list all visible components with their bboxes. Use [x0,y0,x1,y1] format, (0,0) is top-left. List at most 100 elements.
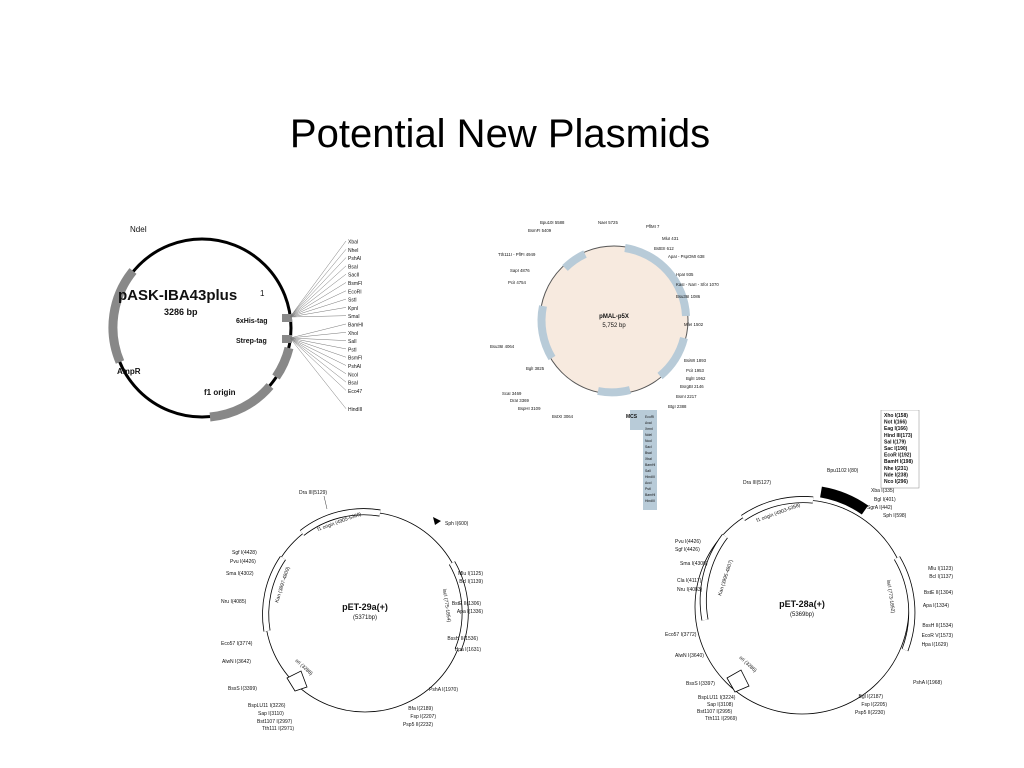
pet29-direction-arrow [433,517,441,525]
pet29-left-sites: Sgf I(4428)Pvu I(4426)Sma I(4302)Nru I(4… [221,550,294,732]
pet29-name: pET-29a(+) [342,602,388,612]
pet29-right-sites: Mlu I(1125)Bcl I(1139)BstE II(1306)Apa I… [403,571,483,728]
pmal-site: BspHI 3109 [518,406,541,411]
pask-mcs-site: PshAI [348,364,361,370]
pet28-box-site: EcoR I(192) [884,453,912,459]
pask-pos1-label: 1 [260,289,265,298]
pask-mcs-site: HindIII [348,407,362,413]
pet29-map-svg: pET-29a(+) (5371bp) f1 origin (4905-5360… [221,490,483,732]
pask-ampr-label: AmpR [117,367,141,376]
pask-mcs-site: BsaI [348,264,358,270]
pet28-top-site: Sph I(598) [883,513,907,519]
pet28-box-site: Sal I(179) [884,439,906,445]
pet29a-map: pET-29a(+) (5371bp) f1 origin (4905-5360… [215,485,485,735]
pet29-sphi-label: Sph I(600) [445,521,469,527]
pet28-right-sites: Mlu I(1123)Bcl I(1137)BstE II(1304)Apa I… [855,566,953,716]
pet28-map-svg: Xho I(158)Not I(166)Eag I(166)Hind III(1… [665,410,953,722]
pask-mcs-line [289,337,347,409]
pmal-mcs-site: PstI [645,487,651,491]
pask-mcs-site: NheI [348,248,359,254]
pet29-site: Bfa I(2189) [408,706,433,712]
pet29-site: Psp5 II(2232) [403,722,433,728]
pask-mcs-line [289,315,347,318]
pmal-site: BsiWI 1893 [684,358,707,363]
pet28-box-site: Nhe I(231) [884,466,908,472]
pask-mcs-site: Eco47 [348,389,362,395]
pet28-box-site: Nco I(296) [884,479,908,485]
pet29-site: Sma I(4302) [226,571,254,577]
pask-mcs-list: XbaINheIPshAIBsaISacIIBsmFIEcoRISstIKpnI… [348,240,363,414]
pet29-site: Nru I(4085) [221,599,247,605]
pask-mcs-line [289,249,347,318]
pet28-site: Sap I(3108) [707,702,733,708]
pet29-site: Eco57 I(3774) [221,641,253,647]
pet29-site: Mlu I(1125) [458,571,483,577]
pask-his-tag-label: 6xHis-tag [236,318,268,325]
pask-mcs-line [289,337,347,341]
pask-mcs-line [289,337,347,375]
pask-mcs-line [289,282,347,318]
pmal-mcs-site: HindIII [645,475,655,479]
pet29-site: BstE II(1306) [452,601,482,607]
pet29-site: Bst1107 I(2997) [257,719,293,725]
pet28-top-sites: Dra III(5127)Bpu1102 I(80)Xba I(335)Bgl … [743,468,907,519]
pet29-kan-arc-fill [262,556,286,632]
pet28-box-site: Xho I(158) [884,413,908,419]
pet28-box-site: Sac I(190) [884,446,908,452]
pmal-mcs-stem [630,410,645,430]
pask-mcs-site: XhoI [348,331,358,337]
pask-mcs-line [289,337,347,358]
pet29-site: BssH II(1536) [447,636,478,642]
pmal-amp-arc [537,305,556,361]
pet28-site: BssS I(3397) [686,681,715,687]
pet29-size: (5371bp) [353,615,377,621]
pmal-male-arc [657,336,688,380]
pask-mcs-site: PshAI [348,256,361,262]
pet28-site: BstE II(1304) [924,590,954,596]
pask-mcs-site: NcoI [348,372,358,378]
pask-mcs-line [289,298,347,318]
pet28-site: Bgl I(2187) [859,694,884,700]
pask-his-tag-block [282,314,292,322]
pet29-draiii-tick [323,495,328,510]
pet29-laci-label: lacI (775-1854) [441,588,452,622]
pet28-site: Sma I(4300) [680,561,708,567]
pet28-size: (5369bp) [790,612,814,618]
pask-mcs-site: SacII [348,273,359,279]
pet29-site: Fsp I(2207) [410,714,436,720]
pet28-left-sites: Pvu I(4426)Sgf I(4426)Sma I(4300)Cla I(4… [665,539,737,722]
pmal-site: Bsu36I 1086 [676,294,701,299]
pet28-box-site: Hind III(173) [884,433,913,439]
pmal-site: HpaI 935 [676,272,694,277]
pet29-ori-arrow [286,670,308,692]
pask-mcs-site: EcoRI [348,289,362,295]
pask-ndei-label: NdeI [130,225,147,234]
pmal-site: BstEII 612 [654,246,674,251]
pet28-top-site: Xba I(335) [871,488,895,494]
pask-mcs-lines [289,240,347,409]
pmal-mcs-site: EcoRI [645,415,654,419]
pmal-rrnb-arc [597,386,632,397]
pet28-site: AlwN I(3640) [675,653,704,659]
pmal-site: Tth111I - PflFI 4949 [498,252,536,257]
pet28-site: Fsp I(2205) [861,702,887,708]
pmal-mcs-site: XbaI [645,457,652,461]
pet29-site: PshA I(1970) [429,687,458,693]
pmal-mcs-box [643,410,657,510]
pet28-site: Cla I(4117) [677,578,702,584]
pet28-site: BssH II(1534) [922,623,953,629]
pask-mcs-line [289,337,347,391]
pask-mcs-site: XbaI [348,240,358,246]
pask-mcs-site: BamHI [348,323,363,329]
pask-ampr-arc [108,268,137,364]
pet28-site: EcoR V(1573) [922,633,954,639]
pask-mcs-line [289,257,347,318]
pet28a-map: Xho I(158)Not I(166)Eag I(166)Hind III(1… [665,410,955,730]
pmal-site: ApaI - PspOMI 638 [668,254,705,259]
pmal-site: BglI 3825 [526,366,545,371]
pmal-mcs-site: NdeI [645,433,652,437]
pask-name: pASK-IBA43plus [118,287,237,304]
pmal-site: PciI 1953 [686,368,705,373]
pask-strep-tag-block [282,335,292,343]
pask-mcs-line [289,323,347,339]
